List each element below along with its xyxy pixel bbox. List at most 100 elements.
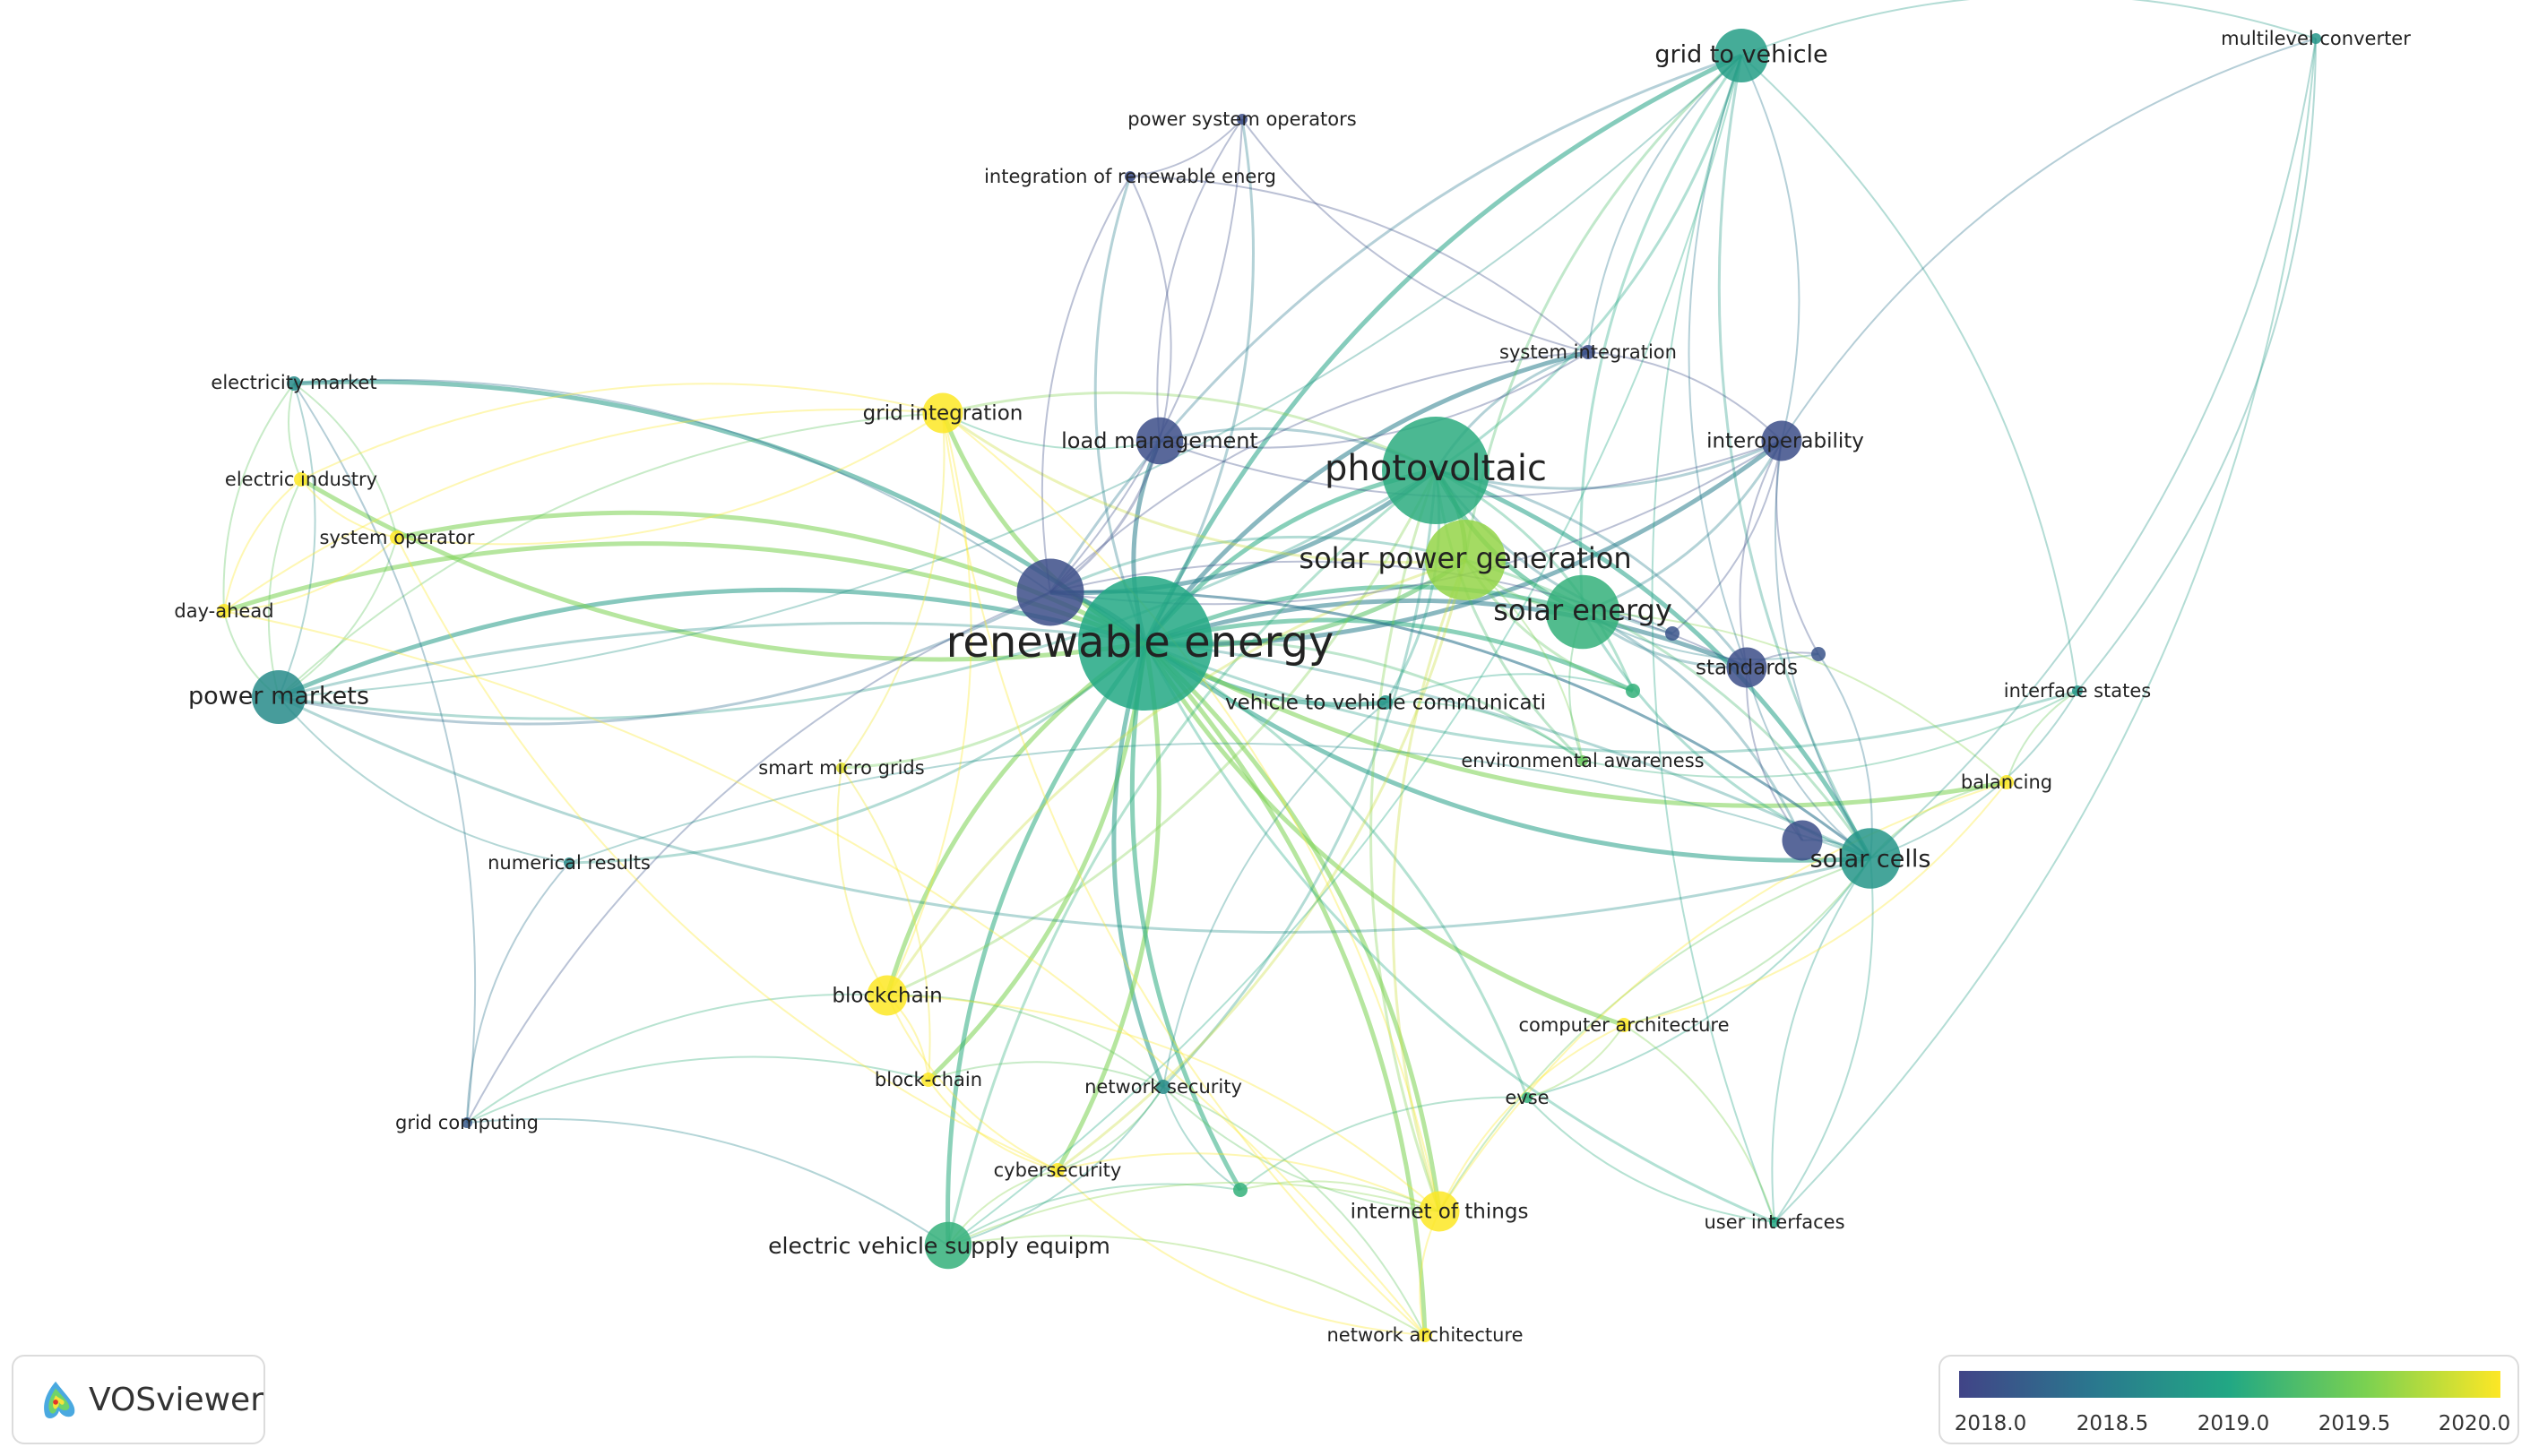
link-ei-so bbox=[300, 478, 398, 538]
label-pm[interactable]: power markets bbox=[188, 683, 369, 711]
label-da[interactable]: day-ahead bbox=[174, 600, 273, 622]
link-lm-si bbox=[1159, 351, 1589, 449]
link-gi-ei bbox=[300, 383, 944, 480]
logo-text: VOSviewer bbox=[88, 1381, 263, 1418]
node-mlc[interactable] bbox=[2310, 33, 2321, 44]
node-gtv[interactable] bbox=[1714, 29, 1768, 82]
label-pso[interactable]: power system operators bbox=[1127, 108, 1356, 130]
label-sc[interactable]: solar cells bbox=[1810, 846, 1931, 874]
node-bc2[interactable] bbox=[921, 1073, 936, 1087]
link-re-na bbox=[1144, 642, 1428, 1336]
node-smg[interactable] bbox=[836, 762, 847, 773]
link-ns-iot bbox=[1162, 1086, 1440, 1212]
node-u3[interactable] bbox=[1811, 647, 1826, 661]
node-is[interactable] bbox=[2072, 685, 2083, 696]
label-bal[interactable]: balancing bbox=[1961, 771, 2052, 793]
node-u2[interactable] bbox=[1665, 626, 1679, 641]
node-em[interactable] bbox=[287, 376, 301, 391]
link-gtv-iop bbox=[1740, 55, 1800, 442]
node-std[interactable] bbox=[1726, 647, 1767, 688]
label-ea[interactable]: environmental awareness bbox=[1461, 750, 1704, 771]
node-ei[interactable] bbox=[294, 472, 308, 487]
node-u1[interactable] bbox=[1016, 558, 1084, 626]
link-re-std bbox=[1144, 598, 1748, 670]
node-iot[interactable] bbox=[1419, 1191, 1460, 1232]
node-pv[interactable] bbox=[1382, 417, 1490, 524]
label-gc[interactable]: grid computing bbox=[395, 1112, 539, 1133]
vosviewer-logo[interactable]: VOSviewer bbox=[12, 1355, 265, 1444]
node-ca[interactable] bbox=[1617, 1018, 1631, 1032]
node-ui[interactable] bbox=[1769, 1217, 1780, 1228]
node-iore[interactable] bbox=[1125, 171, 1135, 182]
node-v2v[interactable] bbox=[1378, 695, 1393, 710]
label-iore[interactable]: integration of renewable energ bbox=[984, 166, 1276, 187]
label-v2v[interactable]: vehicle to vehicle communicati bbox=[1225, 692, 1546, 715]
label-ca[interactable]: computer architecture bbox=[1518, 1014, 1729, 1036]
label-bc2[interactable]: block-chain bbox=[875, 1069, 982, 1090]
legend-tick-2018-5: 2018.5 bbox=[2076, 1412, 2149, 1435]
node-so[interactable] bbox=[390, 530, 404, 545]
label-so[interactable]: system operator bbox=[320, 527, 475, 548]
node-evse[interactable] bbox=[1522, 1092, 1533, 1103]
label-spg[interactable]: solar power generation bbox=[1299, 541, 1631, 575]
node-se[interactable] bbox=[1545, 574, 1620, 650]
link-re-u4 bbox=[1144, 617, 1635, 694]
label-re[interactable]: renewable energy bbox=[946, 617, 1334, 668]
node-ea[interactable] bbox=[1577, 755, 1588, 766]
label-gi[interactable]: grid integration bbox=[863, 402, 1023, 426]
label-pv[interactable]: photovoltaic bbox=[1325, 448, 1547, 489]
label-bc[interactable]: blockchain bbox=[832, 985, 942, 1008]
node-sc[interactable] bbox=[1840, 828, 1901, 889]
node-iop[interactable] bbox=[1761, 420, 1802, 461]
node-spg[interactable] bbox=[1425, 520, 1506, 600]
node-da[interactable] bbox=[217, 604, 231, 618]
label-evsupply[interactable]: electric vehicle supply equipm bbox=[768, 1233, 1110, 1259]
label-evse[interactable]: evse bbox=[1505, 1087, 1549, 1108]
node-pso[interactable] bbox=[1237, 114, 1248, 125]
link-re-iore bbox=[1093, 176, 1147, 644]
label-gtv[interactable]: grid to vehicle bbox=[1654, 41, 1827, 69]
label-ns[interactable]: network security bbox=[1084, 1076, 1242, 1098]
link-lm-pso bbox=[1156, 118, 1243, 442]
link-bc2-cs bbox=[928, 1079, 1058, 1171]
label-mlc[interactable]: multilevel converter bbox=[2221, 28, 2411, 49]
node-cs[interactable] bbox=[1050, 1163, 1065, 1177]
label-se[interactable]: solar energy bbox=[1493, 593, 1672, 627]
label-lm[interactable]: load management bbox=[1061, 428, 1258, 453]
label-cs[interactable]: cybersecurity bbox=[994, 1159, 1122, 1181]
node-bal[interactable] bbox=[1999, 775, 2014, 789]
label-nr[interactable]: numerical results bbox=[488, 852, 651, 874]
label-em[interactable]: electricity market bbox=[211, 372, 376, 393]
link-ns-cs bbox=[1057, 1086, 1164, 1171]
label-iot[interactable]: internet of things bbox=[1351, 1201, 1529, 1224]
link-pm-nr bbox=[278, 696, 570, 864]
node-bc[interactable] bbox=[867, 975, 908, 1016]
node-nr[interactable] bbox=[564, 857, 574, 868]
node-u4[interactable] bbox=[1626, 684, 1640, 698]
node-pm[interactable] bbox=[252, 670, 306, 724]
node-re[interactable] bbox=[1078, 576, 1213, 711]
node-si[interactable] bbox=[1581, 345, 1595, 359]
label-std[interactable]: standards bbox=[1696, 657, 1798, 680]
node-gi[interactable] bbox=[922, 392, 963, 434]
label-iop[interactable]: interoperability bbox=[1706, 430, 1864, 453]
label-si[interactable]: system integration bbox=[1499, 341, 1677, 363]
label-smg[interactable]: smart micro grids bbox=[758, 757, 924, 779]
link-iop-std bbox=[1739, 440, 1783, 668]
legend-tick-2019-0: 2019.0 bbox=[2197, 1412, 2270, 1435]
node-gc[interactable] bbox=[462, 1117, 472, 1128]
node-u5[interactable] bbox=[1782, 820, 1823, 861]
link-re-nr bbox=[568, 642, 1146, 865]
node-na[interactable] bbox=[1418, 1328, 1432, 1342]
link-u6-evse bbox=[1239, 1096, 1528, 1191]
label-is[interactable]: interface states bbox=[2004, 680, 2151, 702]
node-u6[interactable] bbox=[1233, 1183, 1248, 1197]
node-lm[interactable] bbox=[1135, 417, 1184, 465]
label-ui[interactable]: user interfaces bbox=[1704, 1211, 1844, 1233]
label-na[interactable]: network architecture bbox=[1326, 1324, 1523, 1346]
node-ns[interactable] bbox=[1156, 1080, 1170, 1094]
node-evsupply[interactable] bbox=[924, 1221, 972, 1270]
label-ei[interactable]: electric industry bbox=[225, 469, 377, 490]
link-is-ea bbox=[1582, 690, 2078, 779]
